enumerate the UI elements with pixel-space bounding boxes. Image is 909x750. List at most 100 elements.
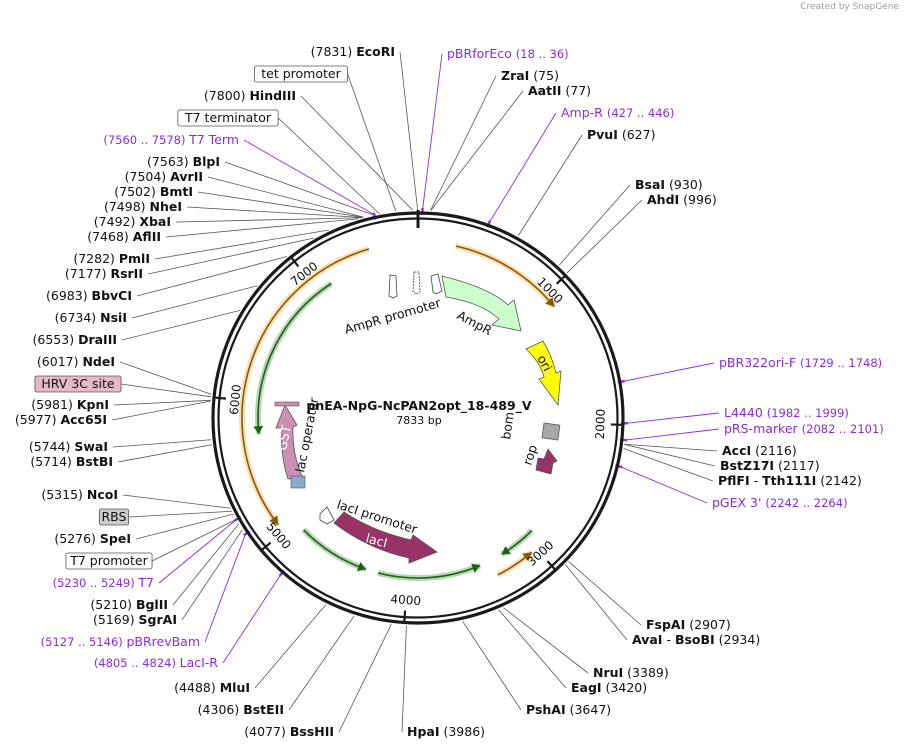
svg-text:(7560 .. 7578) T7 Term: (7560 .. 7578) T7 Term	[103, 132, 239, 147]
svg-text:(6734) NsiI: (6734) NsiI	[55, 310, 127, 325]
svg-text:HpaI (3986): HpaI (3986)	[407, 724, 485, 739]
site-aflii: (7468) AflII	[87, 229, 161, 244]
site-xbai: (7492) XbaI	[94, 214, 171, 229]
leader-line	[111, 400, 211, 421]
leader-line	[462, 620, 522, 711]
svg-text:PflFI - Tth111I (2142): PflFI - Tth111I (2142)	[718, 473, 862, 488]
hrv-site-mark	[274, 401, 300, 407]
svg-text:RBS: RBS	[102, 509, 127, 524]
feature-box-rbs: RBS	[98, 508, 130, 526]
site-nsii: (6734) NsiI	[55, 310, 127, 325]
site-swai: (5744) SwaI	[29, 439, 108, 454]
site-acc65i: (5977) Acc65I	[15, 412, 107, 427]
leader-line	[119, 361, 212, 395]
leader-line	[624, 444, 716, 467]
leader-line	[288, 615, 355, 711]
leader-line	[224, 161, 374, 216]
leader-line	[165, 218, 359, 238]
ampr-label: AmpR	[455, 307, 495, 338]
leader-line	[120, 383, 212, 398]
svg-text:(5981) KpnI: (5981) KpnI	[31, 397, 109, 412]
green-arc-4	[257, 282, 332, 435]
leader-line	[300, 95, 413, 211]
bom-box	[541, 422, 561, 441]
feature-box-t7-terminator: T7 terminator	[177, 109, 279, 127]
leader-line	[623, 448, 714, 482]
plasmid-title: pnEA-NpG-NcPAN2opt_18-489_V 7833 bp	[306, 398, 532, 427]
svg-text:(5714) BstBI: (5714) BstBI	[30, 454, 113, 469]
orange-arc-gst	[241, 248, 370, 526]
gst-arrow	[275, 404, 304, 480]
ori-arrow	[525, 340, 562, 407]
svg-text:T7 promoter: T7 promoter	[69, 553, 148, 568]
leader-line	[347, 73, 397, 212]
leader-line	[121, 309, 241, 341]
site-draiii: (6553) DraIII	[33, 332, 117, 347]
leader-line	[136, 256, 288, 297]
site-pmli: (7282) PmlI	[73, 251, 150, 266]
svg-text:(5127 .. 5146) pBRrevBam: (5127 .. 5146) pBRrevBam	[41, 634, 200, 649]
site-bstz17i: BstZ17I (2117)	[720, 458, 820, 473]
leader-line	[624, 428, 720, 441]
feature-box-t7-promoter: T7 promoter	[65, 552, 153, 570]
plasmid-name: pnEA-NpG-NcPAN2opt_18-489_V	[306, 398, 532, 414]
leader-lines	[111, 51, 720, 733]
site-sgrai: (5169) SgrAI	[93, 612, 177, 627]
svg-text:(7282) PmlI: (7282) PmlI	[73, 251, 150, 266]
site-bstbi: (5714) BstBI	[30, 454, 113, 469]
tick-mark	[555, 273, 568, 285]
leader-line	[243, 139, 375, 216]
snapgene-credit: Created by SnapGene	[800, 2, 899, 12]
site-avai-bsobi: AvaI - BsoBI (2934)	[632, 632, 760, 647]
svg-text:(4306) BstEII: (4306) BstEII	[198, 702, 284, 717]
site-zrai: ZraI (75)	[501, 68, 559, 83]
leader-line	[277, 117, 380, 214]
leader-line	[401, 625, 407, 733]
svg-text:L4440 (1982 .. 1999): L4440 (1982 .. 1999)	[724, 405, 849, 420]
leader-line	[620, 466, 708, 504]
svg-text:(5744) SwaI: (5744) SwaI	[29, 439, 108, 454]
site-acci: AccI (2116)	[722, 443, 797, 458]
laci-promoter-arrow	[319, 506, 335, 525]
leader-line	[622, 362, 715, 382]
ampr-arrow	[441, 275, 522, 332]
primer-amp-r: Amp-R (427 .. 446)	[561, 105, 674, 120]
svg-text:(6017) NdeI: (6017) NdeI	[37, 354, 115, 369]
svg-text:AhdI (996): AhdI (996)	[647, 192, 717, 207]
rop-label: rop	[520, 443, 541, 467]
svg-text:(7563) BlpI: (7563) BlpI	[147, 154, 220, 169]
site-pvui: PvuI (627)	[587, 127, 655, 142]
orange-arc-laci-head	[522, 552, 532, 562]
site-hindiii: (7800) HindIII	[204, 88, 296, 103]
leader-line	[422, 53, 443, 211]
svg-text:BsaI (930): BsaI (930)	[635, 177, 703, 192]
orange-arc-ampr	[455, 245, 555, 308]
primer-l4440: L4440 (1982 .. 1999)	[724, 405, 849, 420]
site-rsrii: (7177) RsrII	[65, 266, 143, 281]
svg-text:(7177) RsrII: (7177) RsrII	[65, 266, 143, 281]
leader-line	[565, 564, 628, 641]
site-fspai: FspAI (2907)	[646, 617, 731, 632]
laci-label: lacI	[364, 530, 389, 550]
leader-line	[568, 561, 642, 626]
leader-line	[117, 444, 212, 463]
svg-text:pRS-marker (2082 .. 2101): pRS-marker (2082 .. 2101)	[724, 421, 884, 436]
svg-text:AvaI - BsoBI (2934): AvaI - BsoBI (2934)	[632, 632, 760, 647]
svg-text:AatII (77): AatII (77)	[528, 83, 591, 98]
leader-line	[122, 494, 231, 509]
tick-mark	[546, 560, 558, 572]
leader-line	[128, 510, 233, 518]
primer-pbrforeco: pBRforEco (18 .. 36)	[447, 46, 569, 61]
laci-arrow	[333, 511, 438, 564]
site-aatii: AatII (77)	[528, 83, 591, 98]
site-ndei: (6017) NdeI	[37, 354, 115, 369]
bom-label: bom	[498, 411, 517, 441]
leader-line	[147, 237, 314, 275]
site-avrii: (7504) AvrII	[125, 169, 203, 184]
svg-text:(7502) BmtI: (7502) BmtI	[114, 184, 193, 199]
svg-text:(4488) MluI: (4488) MluI	[174, 680, 250, 695]
gst-label: GST	[274, 424, 294, 452]
leader-line	[112, 439, 212, 448]
svg-text:ZraI (75): ZraI (75)	[501, 68, 559, 83]
